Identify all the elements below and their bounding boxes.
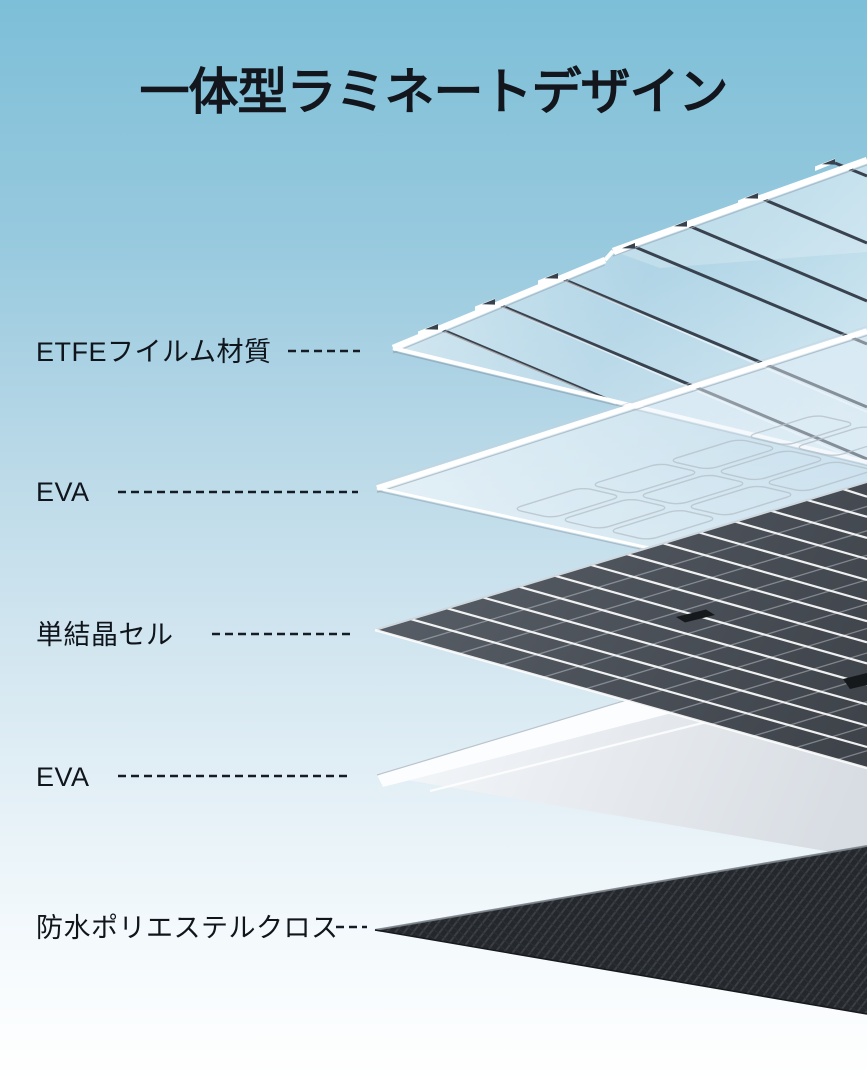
cell-imprint (716, 450, 826, 481)
cell-gap-lines (416, 505, 867, 761)
cell-imprint (638, 474, 748, 505)
fold-highlight (444, 331, 617, 405)
cell-gap-line (710, 676, 867, 726)
etfe-rear-fold-segment (613, 160, 867, 268)
cell-imprint (560, 498, 670, 529)
fold-line (686, 223, 867, 303)
cloth-sheet (375, 846, 867, 1014)
layer-label-solar-cell: 単結晶セル (36, 620, 174, 650)
eva-edge-shadow (376, 334, 867, 494)
cell-imprint (764, 461, 867, 492)
fold-line (834, 161, 867, 178)
cell-imprint (794, 426, 867, 457)
cell-gap-line (500, 554, 867, 667)
cell-gap-line (626, 627, 867, 702)
cell-gap-line (668, 652, 867, 714)
cell-imprint (668, 439, 778, 470)
edge-band (603, 249, 615, 262)
cell-strip-line (446, 607, 867, 727)
cell-top-edge-highlight (374, 481, 867, 631)
cell-gap-line (458, 530, 867, 655)
cell-bottom-edge (374, 628, 867, 770)
edge-shadow (392, 264, 606, 354)
etfe-fold-lines (437, 161, 867, 465)
eva-cell-imprints (512, 415, 867, 541)
cell-imprint (590, 463, 700, 494)
solar-cell-layer (374, 481, 867, 770)
edge-shadow (612, 164, 867, 257)
layer-label-eva-top: EVA (36, 477, 90, 507)
edge-band (391, 256, 607, 352)
cell-strip-line (734, 520, 867, 561)
solar-cell-sheet (375, 482, 867, 768)
cell-gap-line (584, 603, 867, 690)
layer-label-eva-bottom: EVA (36, 762, 90, 792)
page-title: 一体型ラミネートデザイン (139, 64, 729, 120)
cell-imprint (686, 485, 796, 516)
cell-gap-line (416, 505, 867, 643)
cell-gap-line (752, 701, 867, 737)
cell-strip-line (698, 531, 867, 582)
junction-box (843, 673, 867, 689)
cell-imprint (608, 509, 718, 540)
etfe-fold-tabs (418, 158, 835, 336)
cell-strip-lines (410, 488, 867, 749)
fold-line (437, 326, 610, 402)
cell-strip-line (842, 488, 867, 498)
cell-imprint (746, 415, 856, 446)
edge-band (611, 156, 867, 255)
cell-strip-line (770, 509, 867, 539)
cell-strip-line (626, 553, 867, 623)
eva-top-edge (376, 328, 867, 491)
cell-strip-line (410, 618, 867, 749)
fold-line (757, 195, 867, 245)
cell-strip-line (662, 542, 867, 603)
layer-label-waterproof-cloth: 防水ポリエステルクロス (36, 913, 339, 943)
cell-gap-line (542, 579, 867, 678)
cell-strip-line (518, 585, 867, 686)
junction-box (676, 609, 715, 623)
cell-strip-line (806, 498, 867, 518)
layer-label-etfe-film: ETFEフイルム材質 (36, 337, 272, 367)
eva-edge-hairline (376, 326, 867, 484)
leader-lines (118, 349, 367, 929)
cell-strip-line (554, 574, 867, 665)
fold-line (634, 245, 867, 346)
etfe-top-edge (391, 156, 867, 354)
cell-strip-line (590, 563, 867, 644)
cell-gap-line (794, 725, 867, 749)
cloth-bottom-edge (374, 929, 867, 1015)
cell-imprint (512, 487, 622, 518)
cell-strip-line (482, 596, 867, 706)
cloth-top-edge-highlight (374, 845, 867, 931)
cell-gap-line (836, 750, 867, 761)
waterproof-cloth-layer (374, 845, 867, 1015)
